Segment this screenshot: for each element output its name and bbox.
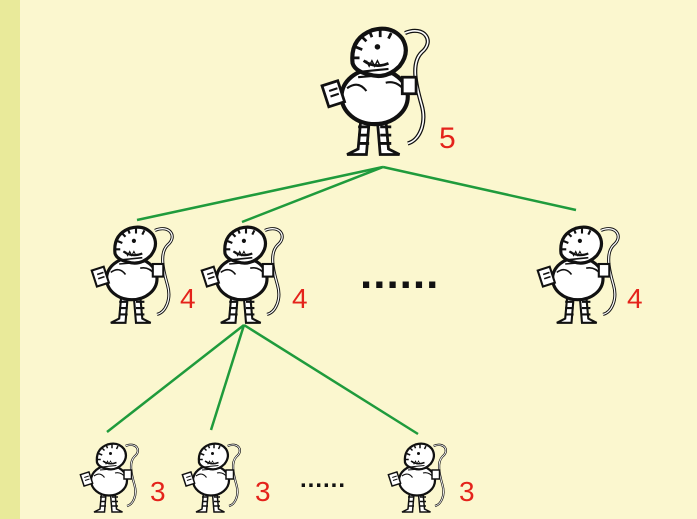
- level2-monster-icon: [387, 442, 447, 514]
- edge-child2-grandchild2: [209, 324, 246, 431]
- root-monster-icon: [322, 29, 428, 155]
- level2-ellipsis: ......: [300, 466, 347, 493]
- edge-child2-grandchild1: [106, 324, 245, 433]
- level1-ellipsis: ......: [360, 249, 440, 298]
- edge-root-child3: [382, 165, 577, 212]
- level2-label: 3: [459, 476, 475, 507]
- level2-monster-icon: [79, 442, 139, 514]
- level2-monster-icon: [181, 442, 241, 514]
- level1-label: 4: [292, 283, 308, 314]
- level1-label: 4: [180, 283, 196, 314]
- root-label: 5: [439, 122, 456, 155]
- level1-monster-icon: [90, 225, 174, 325]
- edge-root-child2: [241, 165, 384, 224]
- level1-label: 4: [627, 283, 643, 314]
- level2-label: 3: [150, 476, 166, 507]
- level1-monster-icon: [536, 225, 620, 325]
- edge-root-child1: [136, 165, 384, 222]
- level1-monster-icon: [200, 225, 284, 325]
- level2-label: 3: [255, 476, 271, 507]
- edge-child2-grandchild3: [243, 323, 419, 436]
